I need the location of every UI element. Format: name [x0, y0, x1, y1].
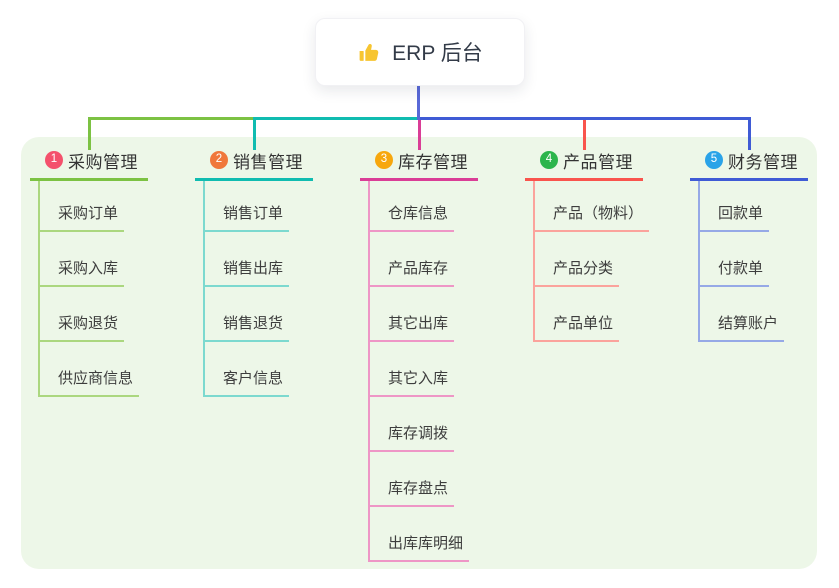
mindmap-item[interactable]: 仓库信息 — [370, 181, 469, 232]
branch: 1 采购管理 采购订单采购入库采购退货供应商信息 — [30, 150, 148, 397]
mindmap-item-label: 客户信息 — [205, 367, 290, 397]
connector-line — [88, 117, 253, 120]
branch: 3 库存管理 仓库信息产品库存其它出库其它入库库存调拨库存盘点出库库明细 — [360, 150, 478, 562]
mindmap-item[interactable]: 出库库明细 — [370, 507, 470, 562]
branch-header[interactable]: 5 财务管理 — [690, 150, 808, 181]
mindmap-item-label: 销售订单 — [205, 202, 290, 232]
connector-line — [417, 84, 420, 120]
connector-line — [418, 117, 421, 150]
branch-title: 采购管理 — [68, 152, 138, 172]
mindmap-item-label: 采购订单 — [40, 202, 125, 232]
branch-badge: 1 — [45, 151, 63, 169]
mindmap-item-label: 产品（物料） — [535, 202, 650, 232]
mindmap-item[interactable]: 销售出库 — [205, 232, 290, 287]
branch-badge: 5 — [705, 151, 723, 169]
connector-line — [88, 117, 91, 150]
mindmap-item-label: 出库库明细 — [370, 532, 470, 562]
mindmap-item-label: 结算账户 — [700, 312, 785, 342]
branch-title: 销售管理 — [233, 152, 303, 172]
mindmap-item-label: 其它入库 — [370, 367, 455, 397]
mindmap-item-label: 采购入库 — [40, 257, 125, 287]
mindmap-item-label: 库存调拨 — [370, 422, 455, 452]
mindmap-item-label: 销售退货 — [205, 312, 290, 342]
mindmap-item-label: 其它出库 — [370, 312, 455, 342]
mindmap-item-label: 回款单 — [700, 202, 770, 232]
mindmap-item[interactable]: 其它出库 — [370, 287, 469, 342]
mindmap-item[interactable]: 库存调拨 — [370, 397, 469, 452]
mindmap-item[interactable]: 采购订单 — [40, 181, 139, 232]
mindmap-item[interactable]: 销售订单 — [205, 181, 290, 232]
branch-title: 财务管理 — [728, 152, 798, 172]
mindmap-item[interactable]: 结算账户 — [700, 287, 785, 342]
connector-line — [253, 117, 256, 150]
mindmap-item[interactable]: 产品库存 — [370, 232, 469, 287]
mindmap-item[interactable]: 供应商信息 — [40, 342, 140, 397]
mindmap-item[interactable]: 销售退货 — [205, 287, 290, 342]
branch-items: 销售订单销售出库销售退货客户信息 — [203, 181, 290, 397]
mindmap-item-label: 采购退货 — [40, 312, 125, 342]
mindmap-item-label: 产品分类 — [535, 257, 620, 287]
mindmap-item-label: 供应商信息 — [40, 367, 140, 397]
branch-badge: 3 — [375, 151, 393, 169]
mindmap-item[interactable]: 付款单 — [700, 232, 784, 287]
branch-header[interactable]: 4 产品管理 — [525, 150, 643, 181]
mindmap-panel — [21, 137, 817, 569]
branch-badge: 4 — [540, 151, 558, 169]
mindmap-item[interactable]: 产品分类 — [535, 232, 649, 287]
branch-title: 库存管理 — [398, 152, 468, 172]
branch-items: 采购订单采购入库采购退货供应商信息 — [38, 181, 140, 397]
mindmap-item-label: 产品库存 — [370, 257, 455, 287]
root-node[interactable]: ERP 后台 — [315, 18, 525, 86]
mindmap-item[interactable]: 产品单位 — [535, 287, 649, 342]
connector-line — [583, 117, 586, 150]
connector-line — [418, 117, 751, 120]
mindmap-item-label: 付款单 — [700, 257, 770, 287]
mindmap-item-label: 库存盘点 — [370, 477, 455, 507]
mindmap-item[interactable]: 库存盘点 — [370, 452, 469, 507]
branch: 2 销售管理 销售订单销售出库销售退货客户信息 — [195, 150, 313, 397]
mindmap-item[interactable]: 回款单 — [700, 181, 784, 232]
branch: 4 产品管理 产品（物料） 产品分类产品单位 — [525, 150, 650, 342]
mindmap-item[interactable]: 客户信息 — [205, 342, 290, 397]
branch-items: 仓库信息产品库存其它出库其它入库库存调拨库存盘点出库库明细 — [368, 181, 470, 562]
branch-badge: 2 — [210, 151, 228, 169]
mindmap-item-label: 销售出库 — [205, 257, 290, 287]
mindmap-item[interactable]: 其它入库 — [370, 342, 469, 397]
connector-line — [253, 117, 418, 120]
thumbs-up-icon — [359, 43, 379, 61]
branch-title: 产品管理 — [563, 152, 633, 172]
root-label: ERP 后台 — [392, 42, 483, 65]
branch-items: 产品（物料） 产品分类产品单位 — [533, 181, 650, 342]
mindmap-item[interactable]: 采购入库 — [40, 232, 139, 287]
mindmap-item-label: 仓库信息 — [370, 202, 455, 232]
mindmap-item[interactable]: 产品（物料） — [535, 181, 650, 232]
mindmap-item[interactable]: 采购退货 — [40, 287, 139, 342]
branch-header[interactable]: 3 库存管理 — [360, 150, 478, 181]
branch: 5 财务管理 回款单付款单结算账户 — [690, 150, 808, 342]
branch-header[interactable]: 2 销售管理 — [195, 150, 313, 181]
branch-items: 回款单付款单结算账户 — [698, 181, 785, 342]
branch-header[interactable]: 1 采购管理 — [30, 150, 148, 181]
connector-line — [748, 117, 751, 150]
mindmap-item-label: 产品单位 — [535, 312, 620, 342]
